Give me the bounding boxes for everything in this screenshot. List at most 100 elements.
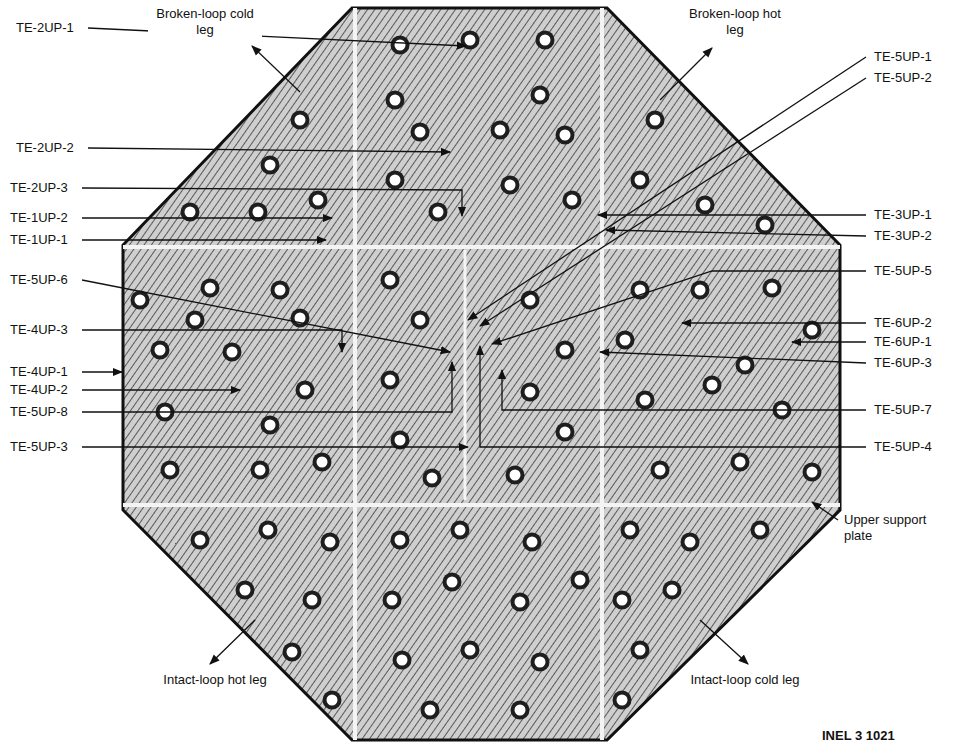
hole [296,381,315,400]
hole [631,641,650,660]
thermocouple-id: TE-2UP-2 [14,140,76,156]
hole [291,309,310,328]
hole [663,581,682,600]
hole [511,701,530,720]
hole [151,341,170,360]
hole [556,423,575,442]
hole [386,171,405,190]
flow-arrow [700,620,748,664]
gap-line [0,245,958,249]
hole [309,191,328,210]
hole [613,691,632,710]
thermocouple-id: TE-3UP-1 [872,207,934,223]
hole [556,341,575,360]
hole [751,521,770,540]
leader-arrow [600,352,866,363]
thermocouple-id: TE-3UP-2 [872,228,934,244]
hole [703,376,722,395]
leader-arrow [480,78,866,326]
hole [631,171,650,190]
hole [461,641,480,660]
thermocouple-id: TE-5UP-4 [872,439,934,455]
leader-arrow [792,341,866,342]
leader-arrow [82,371,122,372]
hole [651,461,670,480]
hole [571,571,590,590]
thermocouple-id: TE-1UP-1 [8,232,70,248]
hole [223,343,242,362]
leader-arrow [468,57,866,320]
thermocouple-id: TE-2UP-3 [8,180,70,196]
thermocouple-id: TE-5UP-5 [872,263,934,279]
thermocouple-id: TE-1UP-2 [8,210,70,226]
flow-arrow [210,620,255,664]
flow-direction-label: Intact-loop hot leg [158,672,272,688]
leader-arrow [88,148,450,152]
hole [321,533,340,552]
hole [696,196,715,215]
hole [259,521,278,540]
hole [271,281,290,300]
figure-number: INEL 3 1021 [820,728,897,744]
leader-arrow [682,322,866,323]
plate-outline [123,8,840,740]
hole [763,279,782,298]
hole [531,86,550,105]
hole [803,463,822,482]
hole [386,91,405,110]
hole [251,461,270,480]
leader-lines [82,28,866,664]
leader-arrow [492,271,866,344]
gap-line [464,250,467,500]
hole [621,521,640,540]
hole [616,331,635,350]
flow-direction-label: Broken-loop cold leg [148,6,262,38]
hole [429,203,448,222]
flow-direction-label: Intact-loop cold leg [688,672,802,688]
hole [491,121,510,140]
hole [261,416,280,435]
hole [411,311,430,330]
hole [646,111,665,130]
hole [506,466,525,485]
hole [421,701,440,720]
thermocouple-id: TE-6UP-1 [872,334,934,350]
hole [186,311,205,330]
leader-arrow [82,446,468,447]
hole [313,453,332,472]
hole [323,691,342,710]
leader-arrow [82,362,452,412]
hole [291,111,310,130]
hole [756,216,775,235]
hole [381,271,400,290]
gap-line [353,0,357,753]
thermocouple-id: TE-4UP-1 [8,364,70,380]
hole [381,371,400,390]
hole [383,591,402,610]
leader-arrow [82,188,462,216]
hole [501,176,520,195]
hole [461,31,480,50]
hole [261,156,280,175]
thermocouple-id: TE-5UP-3 [8,439,70,455]
hole [451,521,470,540]
leader-arrow [812,502,838,520]
hole [511,593,530,612]
hole [536,31,555,50]
hole [681,533,700,552]
thermocouple-id: TE-5UP-2 [872,70,934,86]
hole [443,573,462,592]
hole [731,453,750,472]
hole [691,281,710,300]
hole [411,123,430,142]
thermocouple-id: TE-4UP-3 [8,322,70,338]
hole [191,531,210,550]
thermocouple-id: TE-5UP-6 [8,272,70,288]
hole [201,279,220,298]
flow-arrow [252,46,300,92]
hole [236,581,255,600]
hole [636,391,655,410]
